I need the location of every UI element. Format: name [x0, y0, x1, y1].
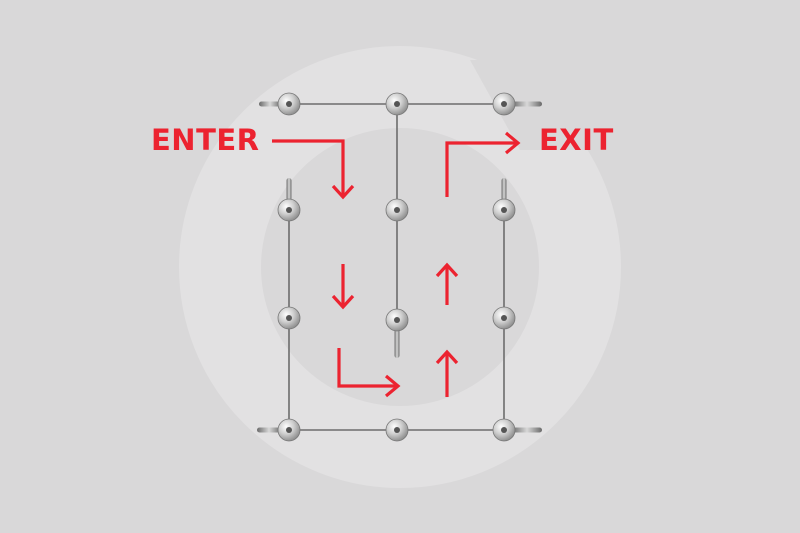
pushpin-icon — [277, 306, 301, 330]
arrow-icon — [435, 262, 459, 305]
pushpin-icon — [492, 306, 516, 330]
exit-label: EXIT — [539, 123, 614, 157]
pushpin-icon — [259, 92, 301, 116]
pushpin-icon — [385, 308, 409, 358]
pushpin-icon — [277, 178, 301, 222]
arrow-icon — [337, 348, 401, 398]
path-arrows — [272, 131, 521, 398]
background-logo — [179, 46, 621, 488]
enter-label: ENTER — [151, 123, 260, 157]
arrow-icon — [445, 131, 521, 197]
pushpin-icon — [492, 418, 542, 442]
pins — [257, 92, 542, 442]
arrow-icon — [272, 139, 355, 200]
pushpin-icon — [385, 92, 409, 116]
pushpin-icon — [492, 178, 516, 222]
pushpin-icon — [492, 92, 542, 116]
pushpin-icon — [385, 198, 409, 222]
logo-ring — [179, 46, 621, 488]
pushpin-icon — [385, 418, 409, 442]
pushpin-icon — [257, 418, 301, 442]
arrow-icon — [435, 349, 459, 397]
arrow-icon — [331, 264, 355, 310]
